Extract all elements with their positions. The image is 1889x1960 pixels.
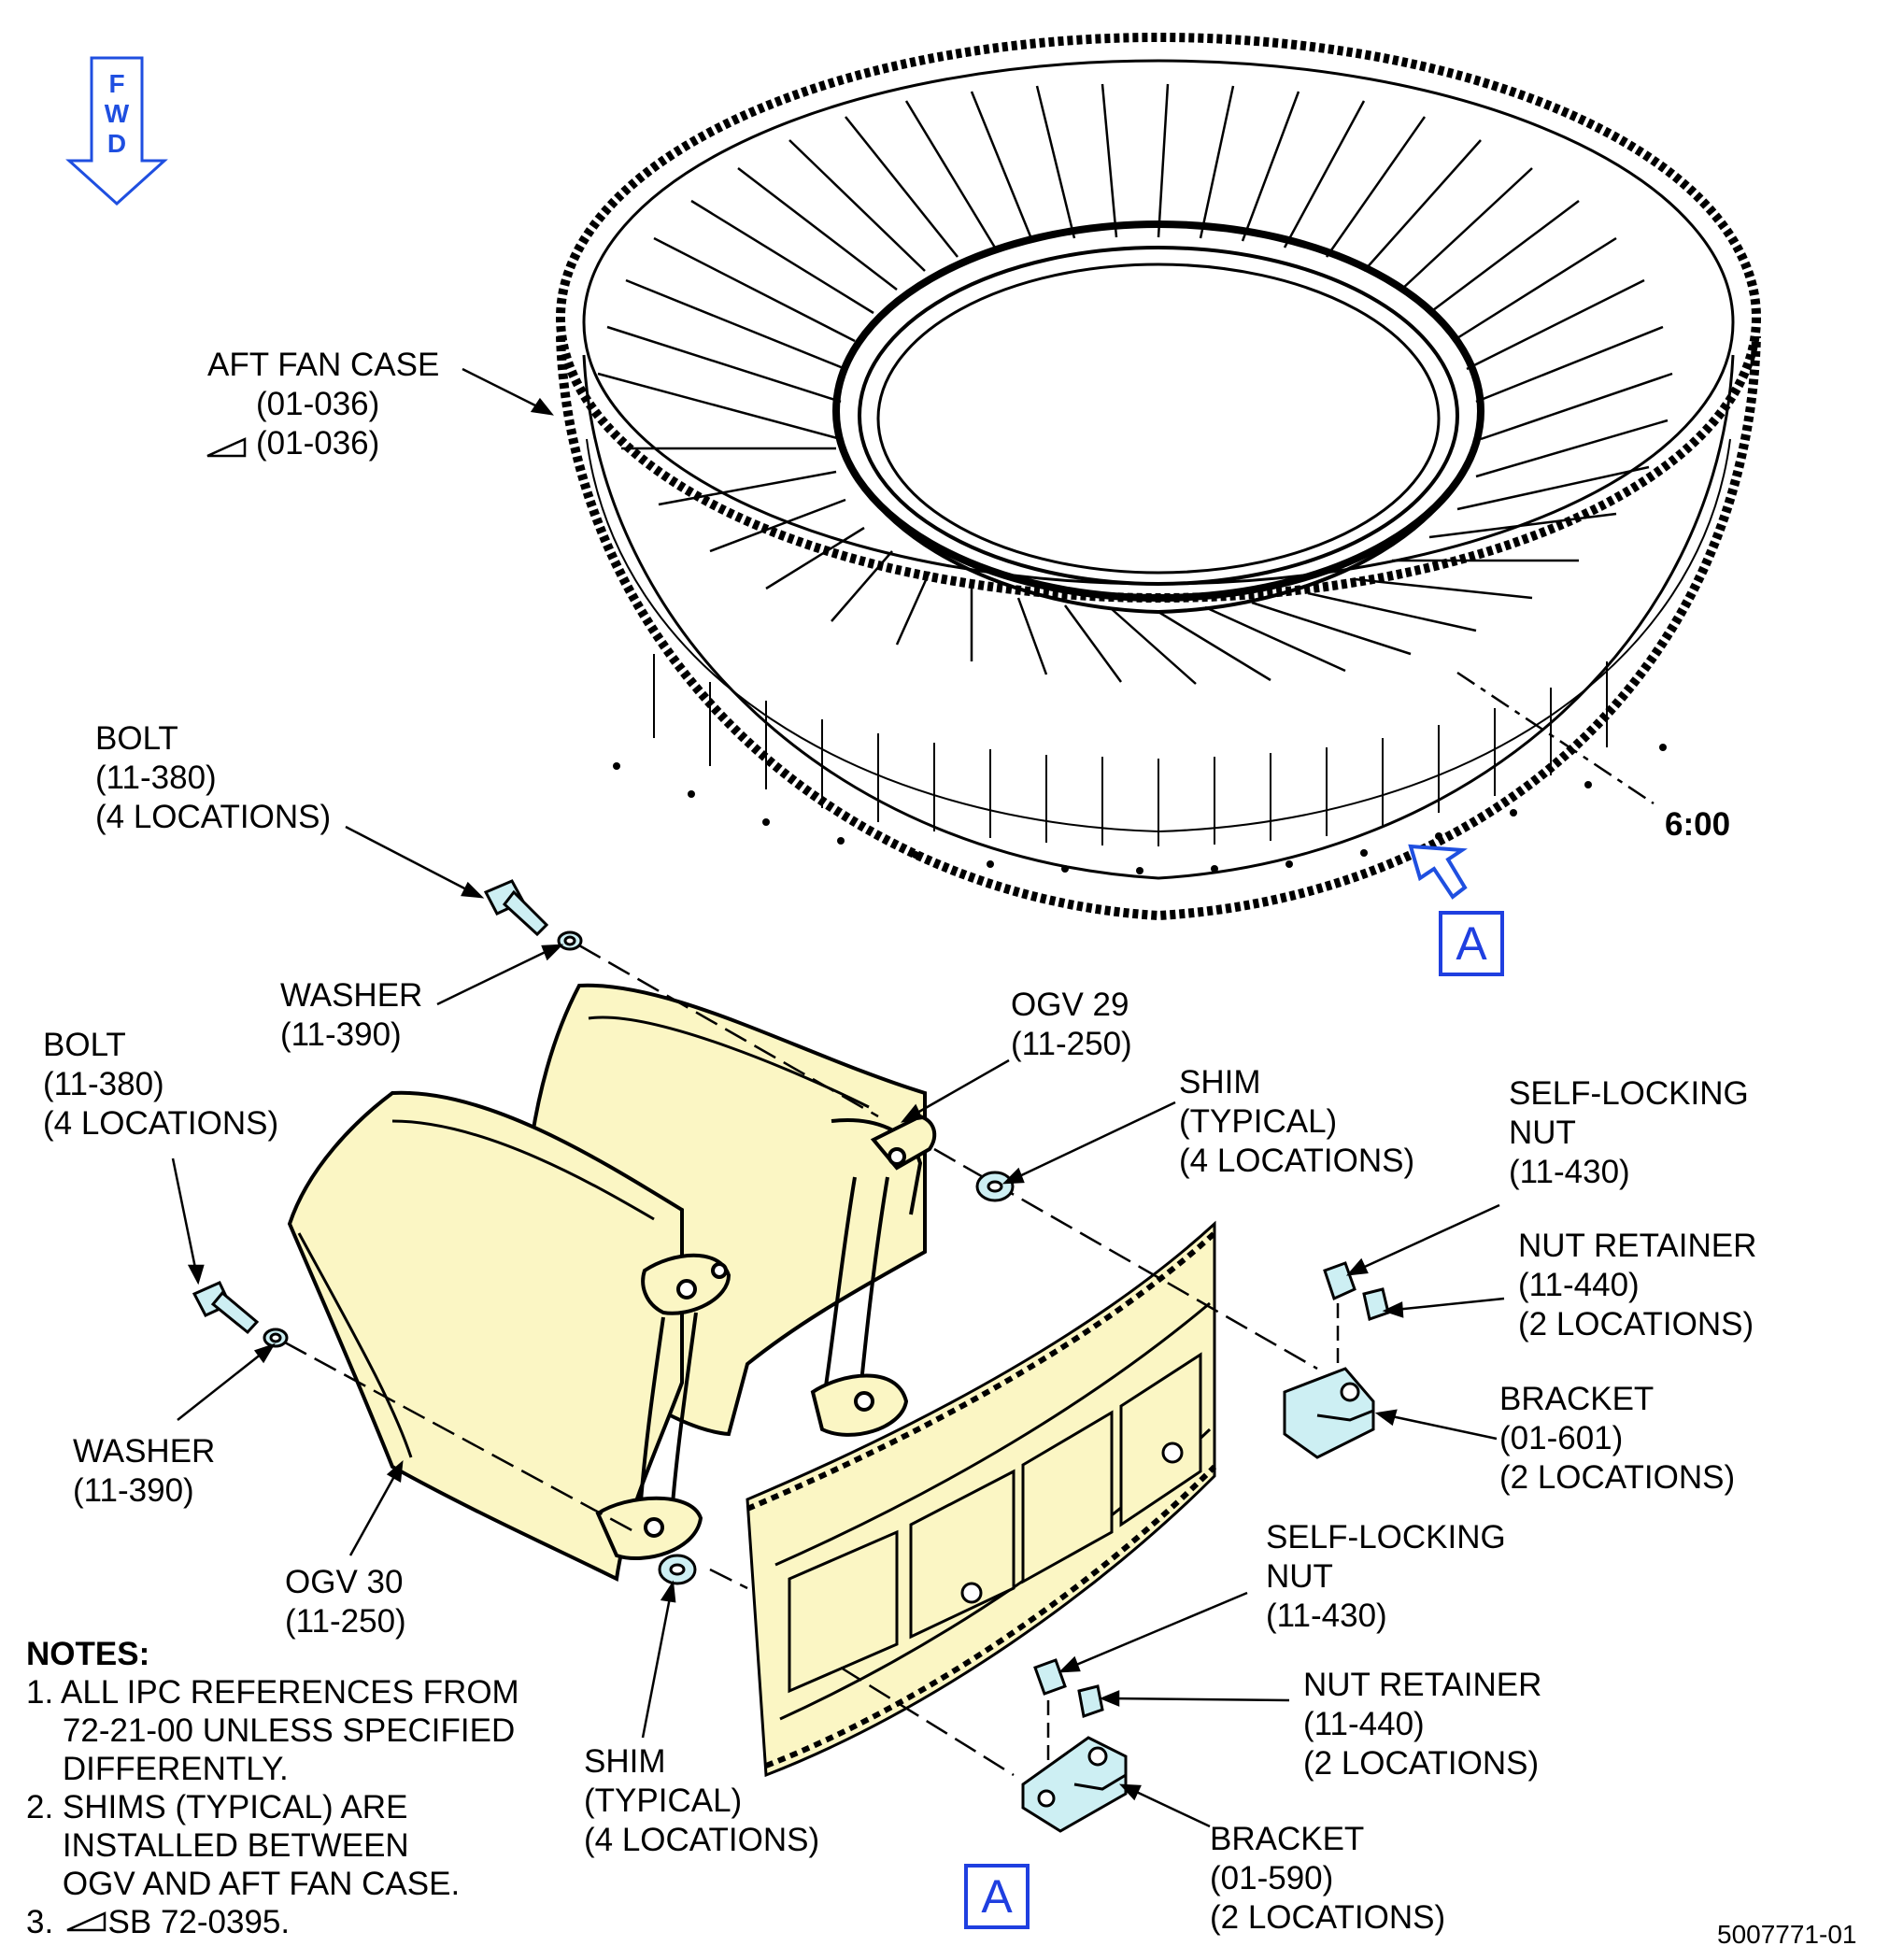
fwd-letters: F W D xyxy=(65,69,168,159)
upper-hardware xyxy=(483,879,1390,1459)
label-retainer-upper: NUT RETAINER (11-440) (2 LOCATIONS) xyxy=(1518,1228,1757,1342)
aft-fan-case-ring xyxy=(556,33,1761,921)
fan-case-segment xyxy=(746,1220,1217,1778)
label-bolt-lower: BOLT (11-380) (4 LOCATIONS) xyxy=(43,1027,279,1142)
document-number: 5007771-01 xyxy=(1717,1920,1857,1949)
label-retainer-lower: NUT RETAINER (11-440) (2 LOCATIONS) xyxy=(1303,1667,1542,1782)
sb-flag-icon xyxy=(206,437,247,458)
label-clock-position: 6:00 xyxy=(1665,806,1731,843)
label-washer-upper: WASHER (11-390) xyxy=(280,977,423,1053)
fwd-letter: W xyxy=(104,99,130,128)
note-line: 72-21-00 UNLESS SPECIFIED xyxy=(26,1712,516,1749)
notes-block: NOTES: 1. ALL IPC REFERENCES FROM 72-21-… xyxy=(26,1635,519,1941)
label-ogv-30: OGV 30 (11-250) xyxy=(285,1564,406,1640)
label-nut-lower: SELF-LOCKING NUT (11-430) xyxy=(1266,1519,1506,1634)
note-line: 1. ALL IPC REFERENCES FROM xyxy=(26,1674,519,1711)
view-a-marker-lower: A xyxy=(964,1864,1030,1929)
fwd-orientation-arrow: F W D xyxy=(65,56,168,206)
fwd-arrow-icon xyxy=(65,56,168,206)
note-line: 3. SB 72-0395. xyxy=(26,1904,291,1940)
view-a-arrow-icon xyxy=(1408,844,1468,900)
label-shim-lower: SHIM (TYPICAL) (4 LOCATIONS) xyxy=(584,1743,820,1858)
note-line: DIFFERENTLY. xyxy=(26,1751,289,1787)
note-line: 2. SHIMS (TYPICAL) ARE xyxy=(26,1789,408,1825)
sb-flag-icon xyxy=(66,1911,107,1932)
leader-lines xyxy=(171,367,1505,1828)
label-ogv-29: OGV 29 (11-250) xyxy=(1011,987,1132,1062)
fwd-letter: F xyxy=(108,69,125,98)
label-aft-fan-case: AFT FAN CASE (01-036) (01-036) xyxy=(207,347,440,462)
note-line: INSTALLED BETWEEN xyxy=(26,1827,409,1864)
notes-title: NOTES: xyxy=(26,1636,150,1672)
label-bracket-upper: BRACKET (01-601) (2 LOCATIONS) xyxy=(1499,1381,1736,1496)
label-nut-upper: SELF-LOCKING NUT (11-430) xyxy=(1509,1075,1749,1190)
note-line: OGV AND AFT FAN CASE. xyxy=(26,1866,461,1902)
lower-hardware xyxy=(192,1281,1128,1833)
label-bolt-upper: BOLT (11-380) (4 LOCATIONS) xyxy=(95,720,332,835)
label-washer-lower: WASHER (11-390) xyxy=(73,1433,216,1509)
fwd-letter: D xyxy=(107,129,127,158)
view-a-marker-upper: A xyxy=(1439,911,1504,976)
label-shim-upper: SHIM (TYPICAL) (4 LOCATIONS) xyxy=(1179,1064,1415,1179)
label-bracket-lower: BRACKET (01-590) (2 LOCATIONS) xyxy=(1210,1821,1446,1936)
ogv-30-vane xyxy=(287,1090,731,1583)
